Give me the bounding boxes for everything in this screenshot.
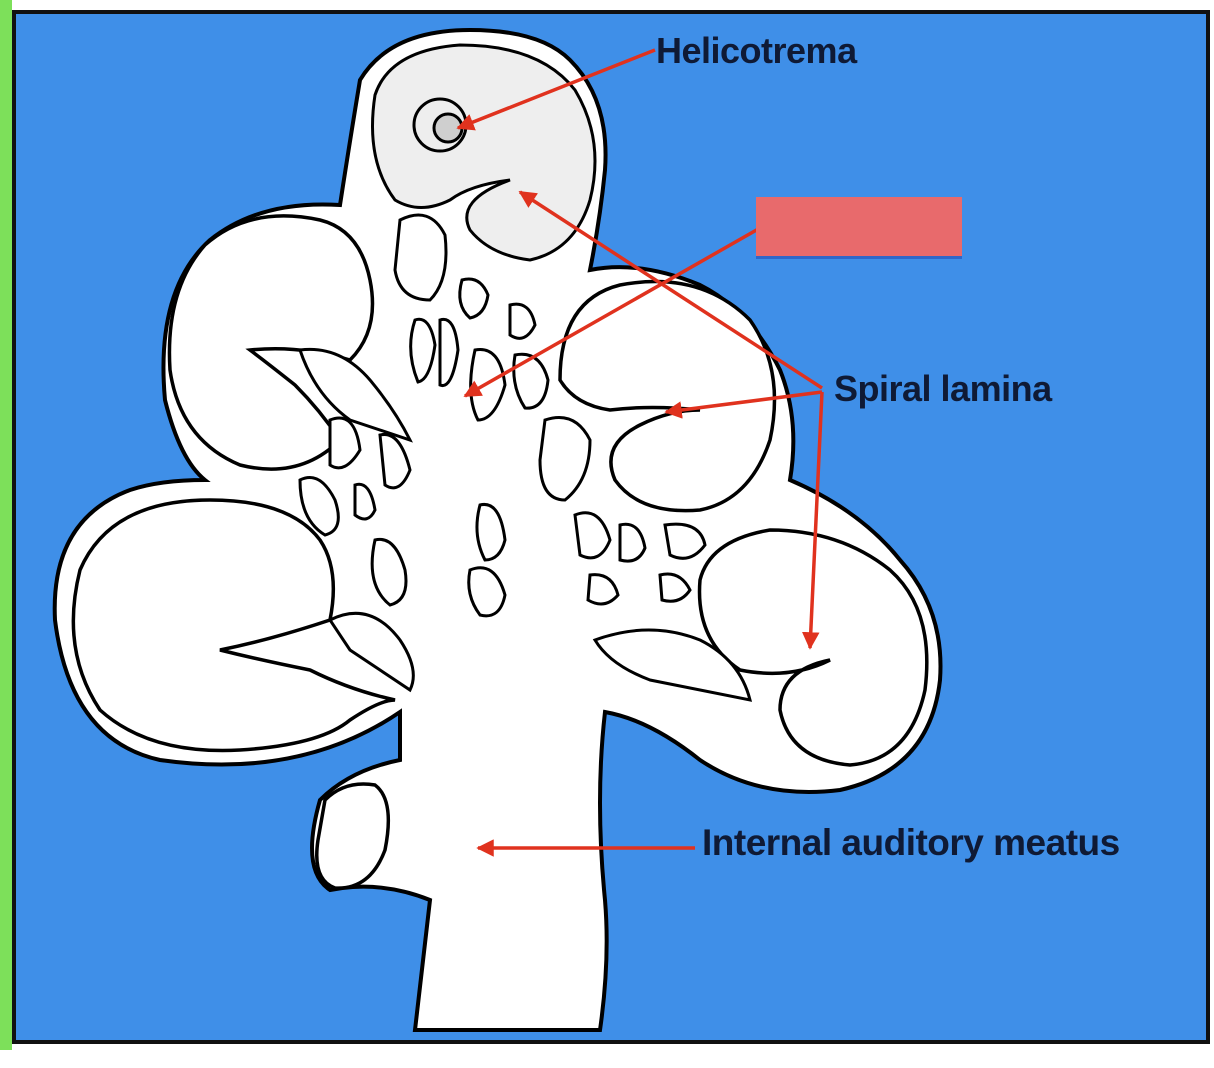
spiral-lamina-arrow-mid: [664, 390, 823, 419]
spiral-lamina-label: Spiral lamina: [834, 368, 1052, 409]
spiral-lamina-arrow-low: [801, 391, 824, 650]
helicotrema-ring-inner: [432, 112, 464, 144]
left-strip: [0, 0, 12, 1050]
helicotrema-label: Helicotrema: [656, 30, 857, 71]
spiral-lamina-arrow-top: [518, 190, 823, 390]
hidden-label-arrow: [463, 226, 761, 398]
nerve-bulge: [315, 782, 391, 890]
modiolus-holes: [297, 213, 753, 702]
annotation-arrows: [456, 48, 824, 857]
hidden-label-box[interactable]: [756, 197, 962, 259]
internal-auditory-meatus-label: Internal auditory meatus: [702, 822, 1120, 863]
lower-left-chamber: [71, 498, 396, 753]
helicotrema-arrow: [456, 48, 656, 131]
